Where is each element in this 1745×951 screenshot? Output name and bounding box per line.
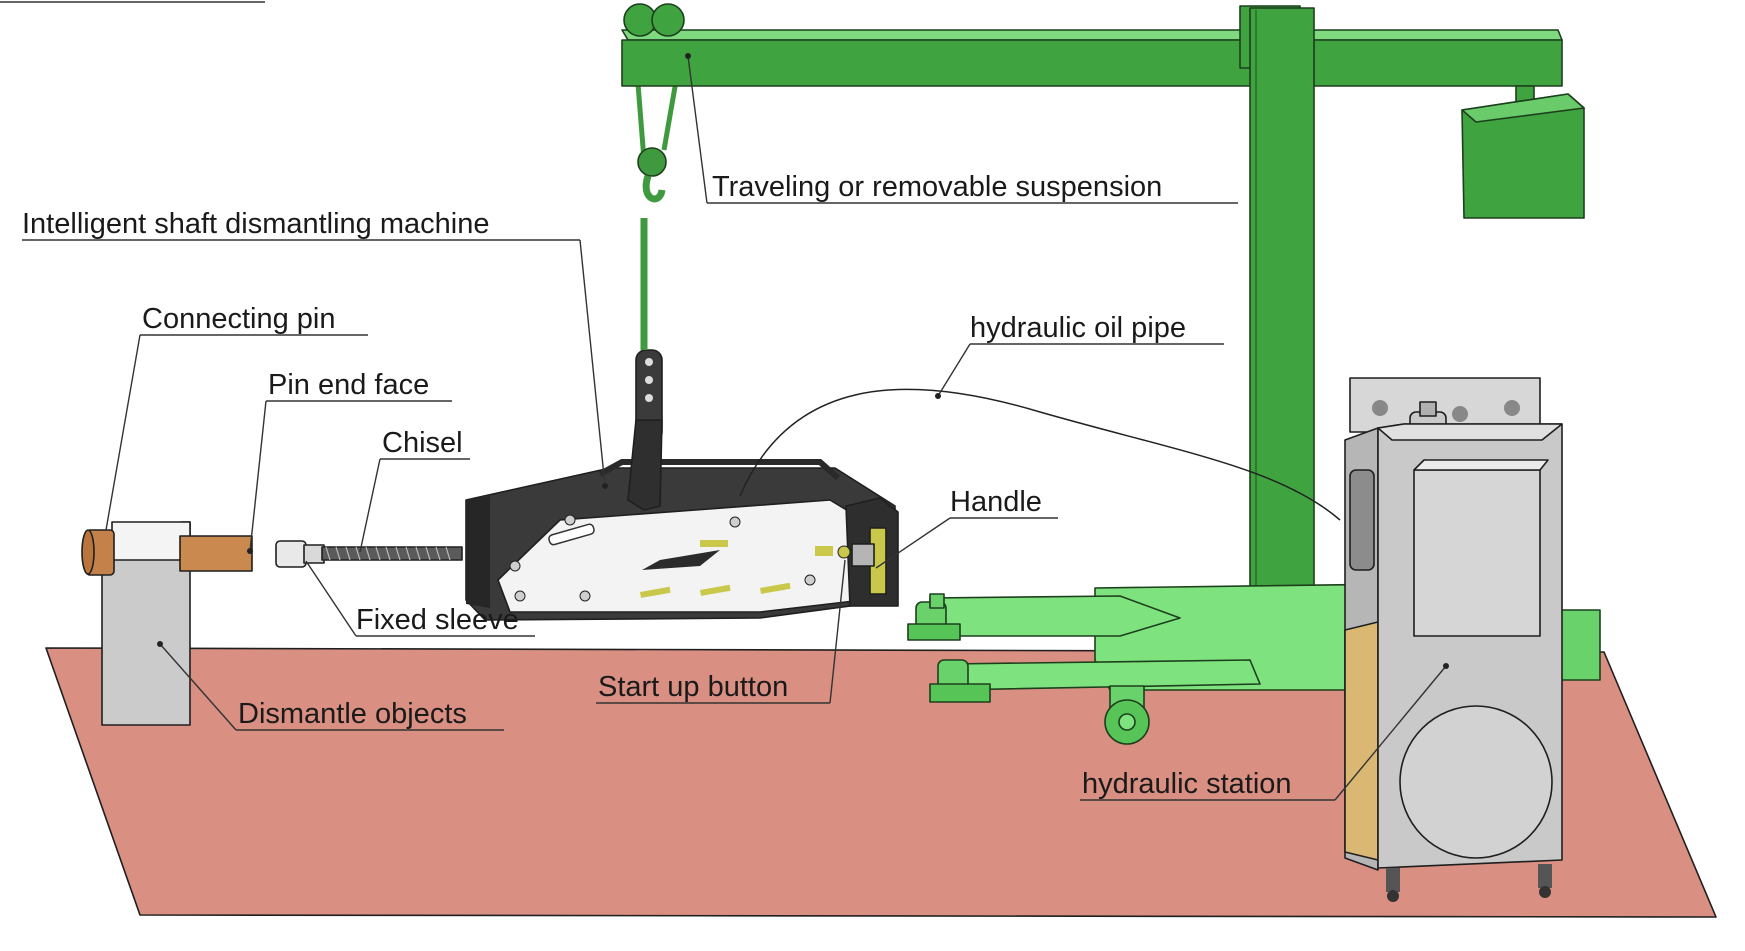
hydraulic-oil-pipe xyxy=(739,388,1341,521)
hydraulic-station xyxy=(1344,377,1563,902)
connecting-pin xyxy=(81,529,253,576)
label-start-up-button: Start up button xyxy=(598,671,788,703)
label-dismantle-objects: Dismantle objects xyxy=(238,698,467,730)
label-hydraulic-oil-pipe: hydraulic oil pipe xyxy=(970,312,1186,344)
label-pin-end-face: Pin end face xyxy=(268,369,429,401)
label-fixed-sleeve: Fixed sleeve xyxy=(356,604,519,636)
label-hydraulic-station: hydraulic station xyxy=(1082,768,1292,800)
label-chisel: Chisel xyxy=(382,427,463,459)
label-connecting-pin: Connecting pin xyxy=(142,303,335,335)
hanger-sling xyxy=(627,57,683,511)
dismantle-object xyxy=(101,521,191,726)
label-handle: Handle xyxy=(950,486,1042,518)
fixed-sleeve xyxy=(275,540,325,568)
dismantling-machine xyxy=(465,459,899,621)
label-intelligent-machine: Intelligent shaft dismantling machine xyxy=(22,208,489,240)
leader-lines xyxy=(22,53,1449,801)
chisel xyxy=(321,546,463,561)
crane xyxy=(621,3,1601,745)
label-traveling-suspension: Traveling or removable suspension xyxy=(712,171,1162,203)
floor-plate xyxy=(45,647,1717,918)
